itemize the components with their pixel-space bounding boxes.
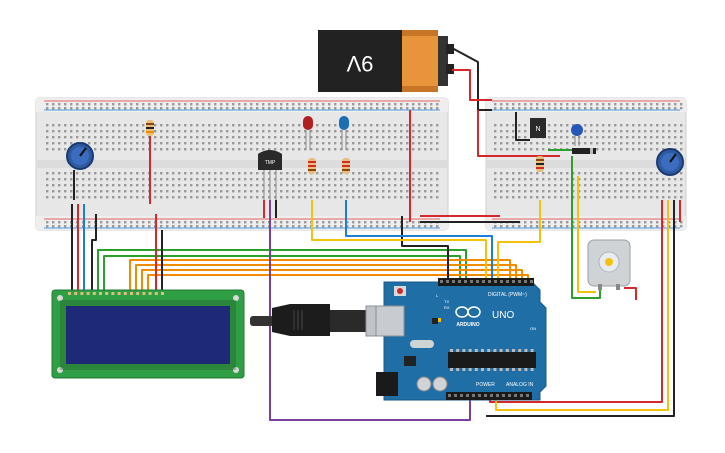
battery-label: 9V [346, 51, 373, 76]
resistor-3 [342, 158, 350, 174]
arduino-model: UNO [492, 310, 514, 321]
led-blue-wire [345, 200, 493, 280]
atmega-chip [450, 349, 534, 371]
motor-wire-yellow [577, 176, 596, 293]
on-label: ON [530, 326, 536, 331]
battery-negative-wire [451, 47, 492, 111]
resistor-4 [536, 156, 544, 172]
transistor-label: N [535, 126, 540, 133]
capacitor [571, 124, 583, 146]
lcd-wire-e [103, 255, 461, 292]
motor-supply-wire [477, 110, 560, 157]
lcd-pin-header [68, 292, 164, 295]
rx-label: RX [444, 305, 450, 310]
main-breadboard-holes [46, 103, 439, 228]
transistor-n: N [530, 118, 546, 138]
l-label: L [436, 293, 439, 298]
main-breadboard [35, 97, 449, 231]
arduino-logo: ARDUINO [455, 306, 481, 328]
battery-positive-wire [452, 69, 492, 101]
led-red [303, 116, 313, 150]
transistor-base-wire [515, 112, 530, 141]
sensor-signal-wire [269, 200, 471, 421]
dc-motor [587, 239, 631, 290]
arduino-brand: ARDUINO [456, 322, 479, 328]
potentiometer-left[interactable] [66, 142, 94, 170]
gnd-wire [401, 216, 449, 280]
arduino-digital-pins [440, 280, 533, 283]
lcd-module [51, 289, 245, 379]
tx-label: TX [444, 299, 449, 304]
lcd-wire-d7 [147, 274, 529, 292]
lcd-wire-d5 [135, 264, 517, 292]
resistor-1 [146, 120, 154, 136]
arduino-power-analog-pins [448, 394, 529, 397]
potentiometer-right[interactable] [656, 148, 684, 176]
wires [71, 47, 681, 421]
power-header-label: POWER [476, 382, 495, 388]
analog-header-label: ANALOG IN [506, 382, 534, 388]
arduino-uno: DIGITAL (PWM~) ARDUINO UNO TX RX L ON [375, 278, 547, 401]
diode [572, 148, 596, 154]
motor-wire-red [624, 287, 637, 300]
motor-wire-green [571, 156, 601, 299]
resistor-2 [308, 158, 316, 174]
battery-9v: 9V [318, 30, 454, 92]
temperature-sensor: TMP [258, 150, 282, 200]
motor-signal-wire [497, 200, 541, 280]
led-yellow-wire [311, 200, 487, 280]
digital-header-label: DIGITAL (PWM~) [488, 292, 527, 298]
pot-gnd-wire [486, 200, 675, 417]
temperature-sensor-label: TMP [265, 160, 276, 166]
pot-signal-wire [495, 200, 669, 411]
led-blue [339, 116, 349, 150]
lcd-wire-4 [91, 214, 97, 292]
